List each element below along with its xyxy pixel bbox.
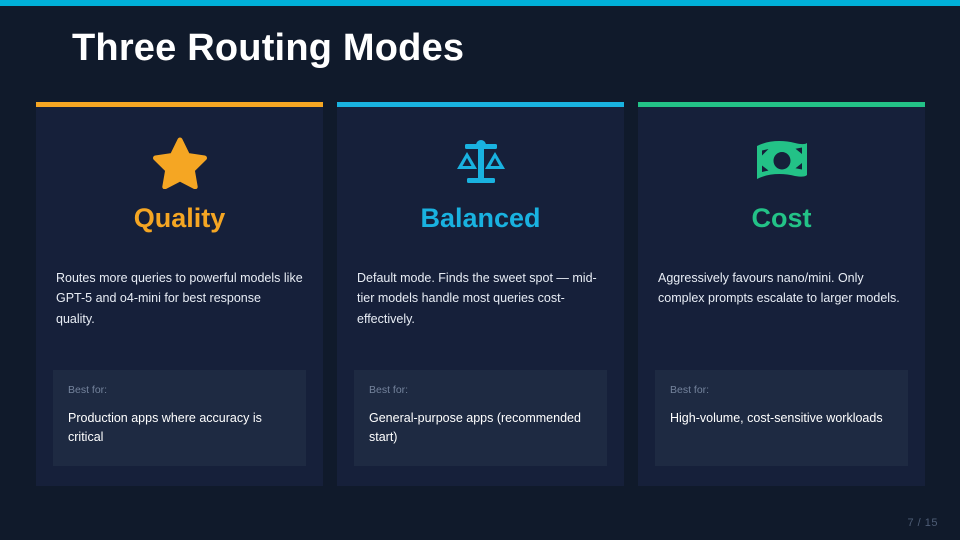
best-for-box: Best for: Production apps where accuracy… [53, 370, 306, 466]
routing-mode-card-cost[interactable]: Cost Aggressively favours nano/mini. Onl… [638, 102, 925, 486]
card-accent-bar [337, 102, 624, 107]
balance-scale-icon [454, 134, 508, 190]
card-heading: Quality [133, 203, 226, 233]
card-accent-bar [638, 102, 925, 107]
best-for-box: Best for: High-volume, cost-sensitive wo… [655, 370, 908, 466]
card-description: Routes more queries to powerful models l… [56, 270, 303, 326]
routing-mode-card-quality[interactable]: Quality Routes more queries to powerful … [36, 102, 323, 486]
routing-mode-cards: Quality Routes more queries to powerful … [36, 102, 925, 486]
best-for-box: Best for: General-purpose apps (recommen… [354, 370, 607, 466]
best-for-label: Best for: [68, 384, 108, 396]
page-title: Three Routing Modes [72, 27, 465, 69]
page-indicator: 7 / 15 [907, 517, 938, 529]
card-description: Aggressively favours nano/mini. Only com… [658, 270, 900, 306]
top-accent-bar [0, 0, 960, 6]
card-heading: Balanced [420, 203, 541, 233]
banknote-icon [753, 134, 811, 190]
routing-mode-card-balanced[interactable]: Balanced Default mode. Finds the sweet s… [337, 102, 624, 486]
best-for-label: Best for: [369, 384, 409, 396]
star-icon [152, 134, 208, 190]
card-heading: Cost [751, 203, 812, 233]
best-for-value: High-volume, cost-sensitive workloads [670, 411, 883, 425]
best-for-value: General-purpose apps (recommended start) [369, 411, 581, 444]
card-description: Default mode. Finds the sweet spot — mid… [357, 270, 597, 326]
best-for-value: Production apps where accuracy is critic… [68, 411, 262, 444]
best-for-label: Best for: [670, 384, 710, 396]
card-accent-bar [36, 102, 323, 107]
